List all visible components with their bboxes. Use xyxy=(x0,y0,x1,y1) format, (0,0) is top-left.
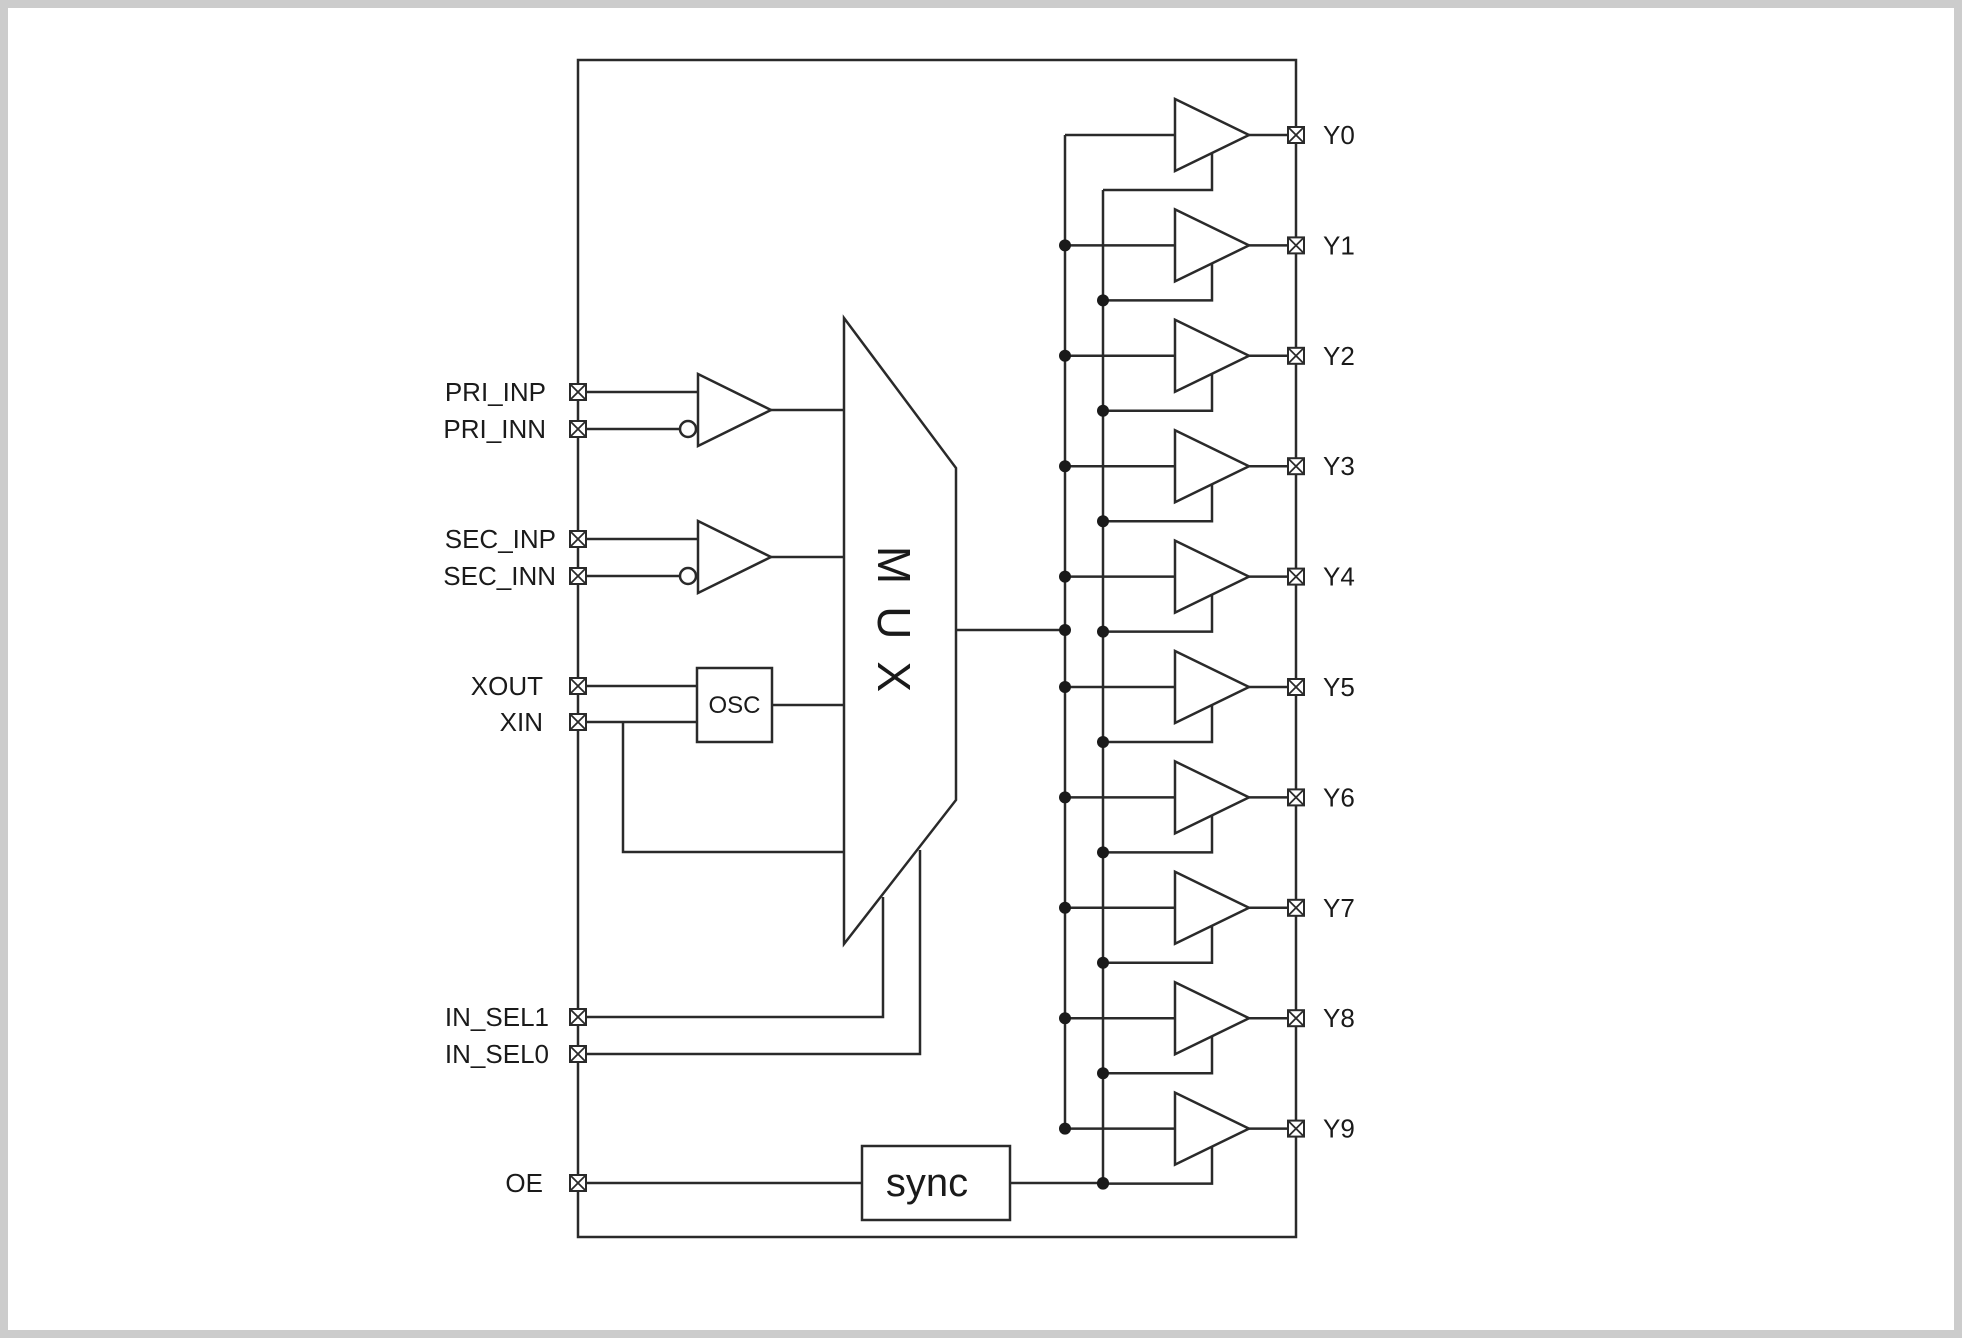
input-pin xyxy=(569,530,587,548)
bus-junction xyxy=(1059,624,1071,636)
output-pin xyxy=(1287,1119,1305,1138)
oe-junction xyxy=(1097,1177,1109,1189)
pin-label-in-sel1: IN_SEL1 xyxy=(445,1002,549,1032)
output-buffer xyxy=(1173,1090,1252,1167)
bus-junction xyxy=(1059,901,1071,914)
output-label: Y2 xyxy=(1323,341,1355,371)
invert-bubble-sec xyxy=(678,566,698,586)
bus-junction xyxy=(1059,1012,1071,1025)
output-label: Y5 xyxy=(1323,672,1355,702)
output-pins xyxy=(1287,126,1305,1138)
oe-junction xyxy=(1097,956,1109,969)
output-buffer xyxy=(1173,97,1252,173)
input-pin xyxy=(569,677,587,695)
input-pin xyxy=(569,1174,587,1192)
output-label: Y6 xyxy=(1323,782,1355,812)
pin-label-pri-inn: PRI_INN xyxy=(443,414,546,444)
mux-label: MUX xyxy=(868,546,920,714)
fanout-bus xyxy=(1059,133,1214,1190)
oe-junction xyxy=(1097,846,1109,859)
oe-junction xyxy=(1097,1067,1109,1080)
input-pin xyxy=(569,567,587,585)
input-pin xyxy=(569,1008,587,1026)
output-buffers xyxy=(1173,97,1296,1167)
pin-label-sec-inp: SEC_INP xyxy=(445,524,556,554)
output-pin xyxy=(1287,126,1305,144)
output-pin xyxy=(1287,1009,1305,1028)
input-pins xyxy=(569,383,587,1192)
output-label: Y7 xyxy=(1323,893,1355,923)
output-buffer xyxy=(1173,317,1252,394)
bus-junction xyxy=(1059,239,1071,252)
output-buffer xyxy=(1173,649,1252,725)
output-pin xyxy=(1287,346,1305,365)
output-label: Y0 xyxy=(1323,120,1355,150)
output-pin xyxy=(1287,236,1305,255)
output-pin xyxy=(1287,567,1305,586)
input-pin xyxy=(569,383,587,401)
bus-junction xyxy=(1059,570,1071,583)
output-label: Y8 xyxy=(1323,1003,1355,1033)
mux-block xyxy=(842,314,958,948)
sec-input-buffer xyxy=(696,518,774,596)
output-buffer xyxy=(1173,207,1252,284)
output-pin xyxy=(1287,457,1305,476)
bus-junction xyxy=(1059,1122,1071,1135)
sync-label: sync xyxy=(886,1161,968,1205)
output-buffer xyxy=(1173,759,1252,836)
pin-label-oe: OE xyxy=(505,1168,543,1198)
bus-junction xyxy=(1059,460,1071,473)
output-label: Y1 xyxy=(1323,230,1355,260)
sync-block xyxy=(860,1144,1012,1222)
output-label: Y4 xyxy=(1323,562,1355,592)
input-pin xyxy=(569,1045,587,1063)
invert-bubble-pri xyxy=(678,419,698,439)
oe-junction xyxy=(1097,515,1109,528)
output-pin xyxy=(1287,788,1305,807)
oe-junction xyxy=(1097,736,1109,748)
bus-junction xyxy=(1059,791,1071,804)
pin-label-in-sel0: IN_SEL0 xyxy=(445,1039,549,1069)
output-buffer xyxy=(1173,980,1252,1057)
output-pin xyxy=(1287,678,1305,696)
output-buffer xyxy=(1173,538,1252,615)
input-pin xyxy=(569,420,587,438)
output-label: Y9 xyxy=(1323,1114,1355,1144)
output-label: Y3 xyxy=(1323,451,1355,481)
bus-junction xyxy=(1059,349,1071,362)
pin-label-sec-inn: SEC_INN xyxy=(443,561,556,591)
output-buffer xyxy=(1173,428,1252,505)
pin-label-pri-inp: PRI_INP xyxy=(445,377,546,407)
pri-input-buffer xyxy=(696,371,774,449)
oe-junction xyxy=(1097,404,1109,417)
output-pin xyxy=(1287,898,1305,917)
pin-label-xout: XOUT xyxy=(471,671,543,701)
oe-junction xyxy=(1097,625,1109,638)
input-pin xyxy=(569,713,587,731)
osc-label: OSC xyxy=(708,692,760,719)
oe-junction xyxy=(1097,294,1109,307)
bus-junction xyxy=(1059,681,1071,693)
osc-block xyxy=(695,666,774,744)
pin-label-xin: XIN xyxy=(500,707,543,737)
output-buffer xyxy=(1173,869,1252,946)
